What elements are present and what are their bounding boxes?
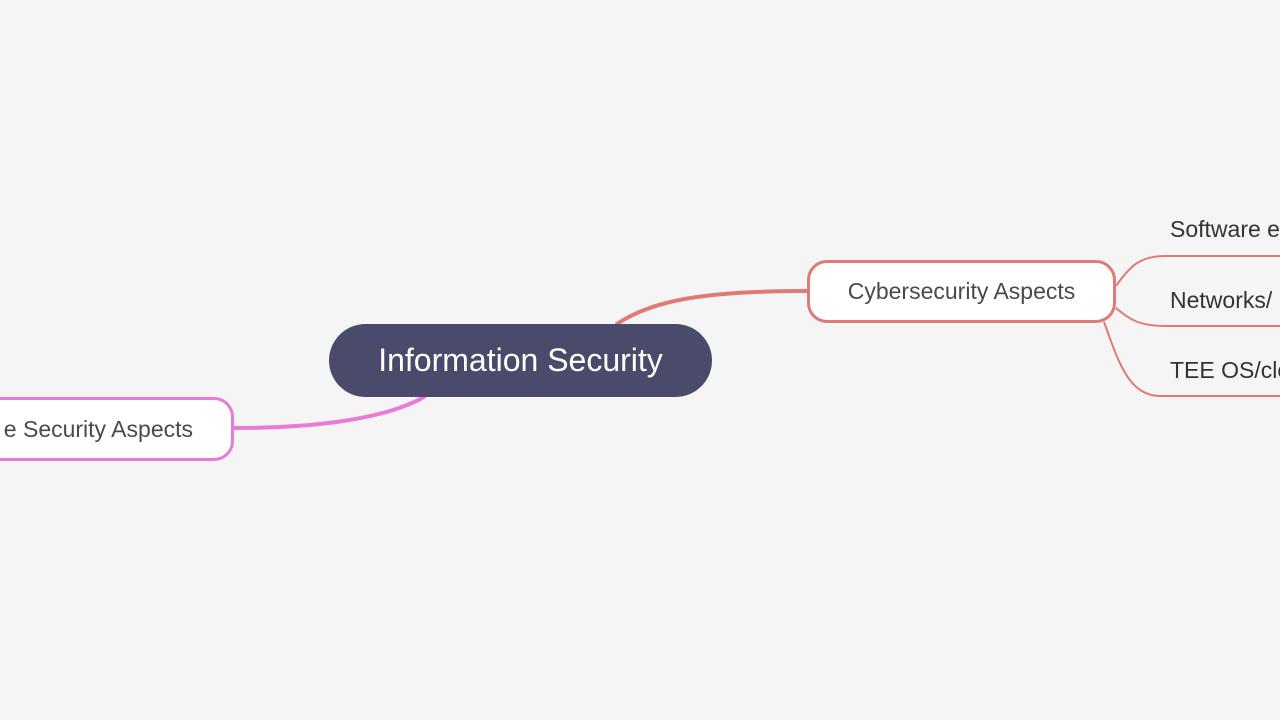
main-topic-cybersecurity[interactable]: Cybersecurity Aspects — [807, 260, 1116, 323]
central-topic[interactable]: Information Security — [329, 324, 712, 397]
main-topic-label: Cybersecurity Aspects — [847, 278, 1076, 304]
connector-central-to-cybersecurity — [615, 289, 809, 326]
connector-to-subtopic-1 — [1115, 255, 1280, 287]
connector-central-to-left-topic — [232, 395, 426, 430]
subtopic-tee-os[interactable]: TEE OS/clo — [1170, 356, 1280, 383]
connector-to-subtopic-2 — [1115, 307, 1280, 327]
main-topic-label: e Security Aspects — [3, 415, 193, 442]
connector-to-subtopic-3 — [1103, 321, 1280, 397]
main-topic-left[interactable]: e Security Aspects — [0, 397, 234, 461]
subtopic-software[interactable]: Software e — [1170, 215, 1280, 242]
subtopic-networks[interactable]: Networks/ — [1170, 286, 1273, 313]
